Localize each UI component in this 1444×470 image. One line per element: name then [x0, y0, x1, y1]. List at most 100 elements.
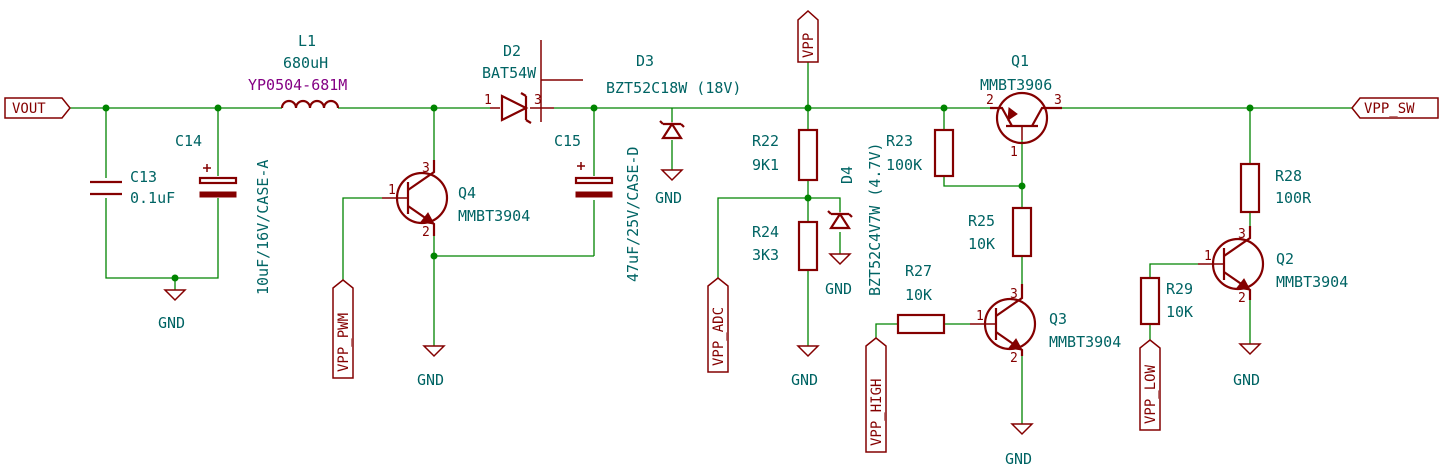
c15-ref: C15 [554, 132, 581, 150]
gnd-q2: GND [1233, 343, 1262, 389]
d3-ref: D3 [636, 52, 654, 70]
capacitor-c15: C15 47uF/25V/CASE-D [554, 132, 642, 282]
q4-ref: Q4 [458, 184, 476, 202]
q3-pin-2: 2 [1010, 351, 1018, 366]
port-vout-label: VOUT [12, 101, 46, 117]
port-vpp-low-label: VPP_LOW [1143, 364, 1159, 424]
resistor-r25: R25 10K [968, 206, 1033, 258]
l1-part: YP0504-681M [248, 76, 347, 94]
d2-pin-3: 3 [534, 93, 542, 108]
gnd-label: GND [417, 371, 444, 389]
r28-value: 100R [1275, 189, 1312, 207]
q1-pin-1: 1 [1010, 145, 1018, 160]
inductor-l1: L1 680uH YP0504-681M [248, 32, 347, 109]
gnd-label: GND [1005, 450, 1032, 468]
port-vpp-adc-label: VPP_ADC [711, 307, 727, 366]
r28-ref: R28 [1275, 167, 1302, 185]
d4-value: BZT52C4V7W (4.7V) [866, 142, 884, 296]
r24-value: 3K3 [752, 246, 779, 264]
diode-d4: D4 BZT52C4V7W (4.7V) [827, 142, 884, 296]
c13-value: 0.1uF [130, 189, 175, 207]
capacitor-c14: C14 10uF/16V/CASE-A [175, 132, 272, 295]
capacitor-c13: C13 0.1uF [90, 168, 175, 207]
r29-value: 10K [1166, 303, 1193, 321]
q2-ref: Q2 [1276, 250, 1294, 268]
q1-ref: Q1 [1011, 52, 1029, 70]
q2-pin-2: 2 [1238, 291, 1246, 306]
r25-ref: R25 [968, 212, 995, 230]
wires [70, 62, 1352, 424]
c14-value: 10uF/16V/CASE-A [254, 160, 272, 295]
q4-pin-1: 1 [388, 183, 396, 198]
d2-pin-1: 1 [484, 93, 492, 108]
gnd-symbols: GND GND GND GND GND GND GND [158, 169, 1262, 468]
gnd-r24: GND [791, 345, 820, 389]
q2-value: MMBT3904 [1276, 273, 1348, 291]
port-vpp-adc: VPP_ADC [707, 277, 729, 373]
q2-pin-3: 3 [1238, 227, 1246, 242]
port-vpp-pwm-label: VPP_PWM [336, 313, 352, 372]
r24-ref: R24 [752, 223, 779, 241]
gnd-label: GND [791, 371, 818, 389]
l1-value: 680uH [283, 54, 328, 72]
port-vout: VOUT [4, 97, 71, 119]
q3-ref: Q3 [1049, 310, 1067, 328]
c15-value: 47uF/25V/CASE-D [624, 147, 642, 282]
d2-value: BAT54W [482, 64, 537, 82]
port-vpp: VPP [797, 9, 819, 63]
q1-pin-3: 3 [1054, 93, 1062, 108]
port-vpp-sw-label: VPP_SW [1364, 101, 1415, 117]
r25-value: 10K [968, 235, 995, 253]
r27-value: 10K [905, 286, 932, 304]
d2-ref: D2 [503, 42, 521, 60]
port-vpp-pwm: VPP_PWM [332, 279, 354, 379]
r22-ref: R22 [752, 132, 779, 150]
gnd-label: GND [1233, 371, 1260, 389]
gnd-d4: GND [825, 253, 852, 298]
q4-pin-2: 2 [422, 225, 430, 240]
port-vpp-low: VPP_LOW [1139, 339, 1161, 431]
resistor-r24: R24 3K3 [752, 220, 819, 272]
c13-ref: C13 [130, 168, 157, 186]
q2-pin-1: 1 [1204, 249, 1212, 264]
q4-value: MMBT3904 [458, 207, 530, 225]
q4-pin-3: 3 [422, 161, 430, 176]
r27-ref: R27 [905, 262, 932, 280]
gnd-label: GND [655, 189, 682, 207]
d3-value: BZT52C18W (18V) [606, 79, 741, 97]
resistor-r28: R28 100R [1239, 162, 1312, 214]
gnd-label: GND [825, 280, 852, 298]
q1-value: MMBT3906 [980, 76, 1052, 94]
c14-ref: C14 [175, 132, 202, 150]
q3-pin-1: 1 [976, 309, 984, 324]
diode-d2: 1 3 D2 BAT54W [482, 40, 583, 124]
diode-d3: D3 BZT52C18W (18V) [606, 52, 741, 140]
q3-value: MMBT3904 [1049, 333, 1121, 351]
resistor-r29: R29 10K [1139, 276, 1193, 326]
gnd-label: GND [158, 314, 185, 332]
port-vpp-high: VPP_HIGH [865, 337, 887, 453]
port-vpp-high-label: VPP_HIGH [869, 379, 885, 446]
resistor-r27: R27 10K [896, 262, 946, 335]
r29-ref: R29 [1166, 280, 1193, 298]
resistor-r23: R23 100K [886, 128, 955, 178]
transistor-q4: 1 3 2 Q4 MMBT3904 [382, 160, 530, 240]
gnd-d3: GND [655, 169, 684, 207]
gnd-q3: GND [1005, 423, 1034, 468]
junctions [102, 104, 1254, 282]
transistor-q2: 1 3 2 Q2 MMBT3904 [1198, 226, 1348, 306]
r23-value: 100K [886, 156, 922, 174]
transistor-q1: 2 3 1 Q1 MMBT3906 [980, 52, 1062, 160]
d4-ref: D4 [838, 166, 856, 184]
gnd-q4: GND [417, 345, 446, 389]
resistor-r22: R22 9K1 [752, 128, 819, 182]
r23-ref: R23 [886, 132, 913, 150]
gnd-c13-c14: GND [158, 289, 187, 332]
l1-ref: L1 [298, 32, 316, 50]
port-vpp-label: VPP [801, 33, 817, 58]
r22-value: 9K1 [752, 156, 779, 174]
transistor-q3: 1 3 2 Q3 MMBT3904 [970, 284, 1121, 366]
q1-pin-2: 2 [986, 93, 994, 108]
q3-pin-3: 3 [1010, 287, 1018, 302]
